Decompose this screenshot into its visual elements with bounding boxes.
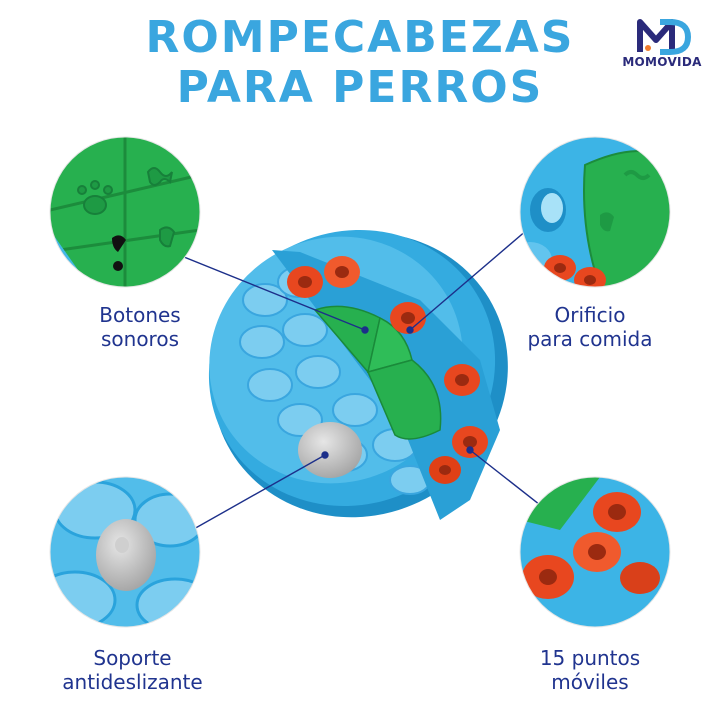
label-non-slip-line-2: antideslizante: [62, 670, 203, 694]
page-title-line-1: ROMPECABEZAS: [145, 12, 575, 63]
zoom-food-hole: [519, 136, 671, 288]
label-non-slip: Soporte antideslizante: [40, 646, 225, 694]
toy-main: [208, 229, 508, 520]
label-sound-buttons-line-1: Botones: [99, 303, 181, 327]
zoom-sound-buttons: [49, 136, 201, 288]
label-sound-buttons-line-2: sonoros: [100, 327, 179, 351]
md-monogram-logo-icon: [637, 19, 692, 55]
non-slip-foot: [298, 422, 362, 478]
label-movable-points-line-1: 15 puntos: [539, 646, 641, 670]
green-button-bottom: [366, 359, 442, 440]
label-movable-points: 15 puntos móviles: [515, 646, 665, 694]
label-movable-points-line-2: móviles: [551, 670, 629, 694]
label-food-hole-line-2: para comida: [527, 327, 653, 351]
orange-pegs: [287, 256, 488, 484]
zoom-movable-points: [519, 476, 671, 628]
brand-name: MOMOVIDA: [622, 55, 702, 69]
label-food-hole-line-1: Orificio: [554, 303, 626, 327]
zoom-non-slip: [49, 476, 201, 628]
label-sound-buttons: Botones sonoros: [70, 303, 210, 351]
label-non-slip-line-1: Soporte: [93, 646, 172, 670]
label-food-hole: Orificio para comida: [505, 303, 675, 351]
page-title-line-2: PARA PERROS: [176, 62, 544, 113]
